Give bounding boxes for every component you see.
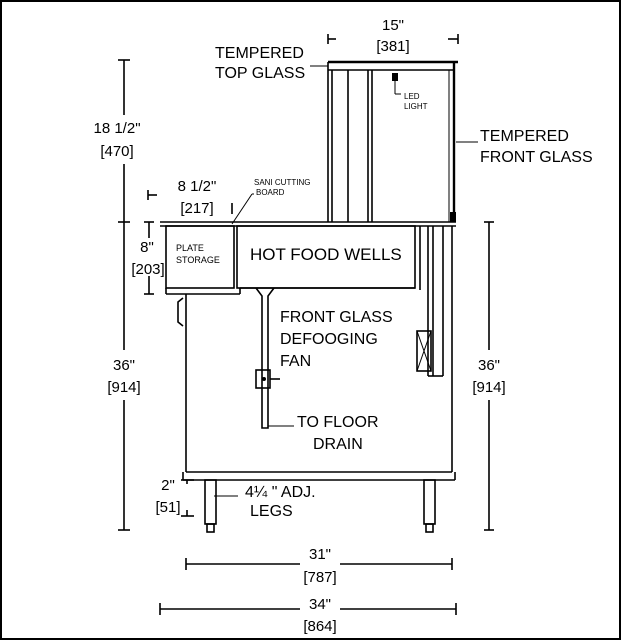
dim-body-width-in: 31" — [309, 546, 331, 563]
plate-storage-box — [165, 225, 235, 289]
label-led-2: LIGHT — [404, 102, 428, 111]
label-defog-2: DEFOOGING — [280, 331, 378, 348]
led-light — [392, 73, 398, 81]
label-sani-1: SANI CUTTING — [254, 178, 310, 187]
label-top-glass-2: TOP GLASS — [215, 65, 305, 82]
left-leg — [204, 479, 217, 525]
side-knob — [177, 297, 184, 327]
label-defog-1: FRONT GLASS — [280, 309, 393, 326]
label-drain-2: DRAIN — [313, 436, 363, 453]
component-labels: TEMPERED TOP GLASS LED LIGHT TEMPERED FR… — [176, 45, 593, 520]
label-defog-3: FAN — [280, 353, 311, 370]
dim-glass-height-mm: [470] — [100, 143, 133, 160]
dim-leg-height-in: 2" — [161, 477, 175, 494]
right-leg — [423, 479, 436, 525]
dim-board-width-mm: [217] — [180, 200, 213, 217]
dim-overall-width-mm: [864] — [303, 618, 336, 635]
dim-top-width-mm: [381] — [376, 38, 409, 55]
dim-storage-height-mm: [203] — [131, 261, 164, 278]
dim-right-height-in: 36" — [478, 357, 500, 374]
dim-top-width-in: 15" — [382, 17, 404, 34]
label-front-glass-1: TEMPERED — [480, 128, 569, 145]
label-drain-1: TO FLOOR — [297, 414, 379, 431]
label-hot-food-wells: HOT FOOD WELLS — [250, 245, 402, 264]
dim-body-width-mm: [787] — [303, 569, 336, 586]
dim-storage-height-in: 8" — [140, 239, 154, 256]
label-led-1: LED — [404, 92, 420, 101]
sneeze-guard — [327, 60, 458, 222]
label-sani-2: BOARD — [256, 188, 285, 197]
label-front-glass-2: FRONT GLASS — [480, 149, 593, 166]
dim-glass-height-in: 18 1/2" — [93, 120, 140, 137]
cabinet — [160, 221, 456, 533]
label-legs-2: LEGS — [250, 503, 293, 520]
label-top-glass-1: TEMPERED — [215, 45, 304, 62]
leader-lines — [214, 65, 478, 497]
dim-left-height-in: 36" — [113, 357, 135, 374]
label-plate-1: PLATE — [176, 243, 204, 253]
dim-leg-height-mm: [51] — [155, 499, 180, 516]
dim-left-height-mm: [914] — [107, 379, 140, 396]
label-plate-2: STORAGE — [176, 255, 220, 265]
dimension-labels: 15" [381] 18 1/2" [470] 8 1/2" [217] 8" … — [93, 17, 505, 635]
dim-overall-width-in: 34" — [309, 596, 331, 613]
dim-board-width-in: 8 1/2" — [178, 178, 217, 195]
dim-right-height-mm: [914] — [472, 379, 505, 396]
label-legs-1: 4¼ " ADJ. — [245, 484, 316, 501]
dimension-lines — [118, 34, 494, 615]
defog-fan — [416, 330, 432, 372]
